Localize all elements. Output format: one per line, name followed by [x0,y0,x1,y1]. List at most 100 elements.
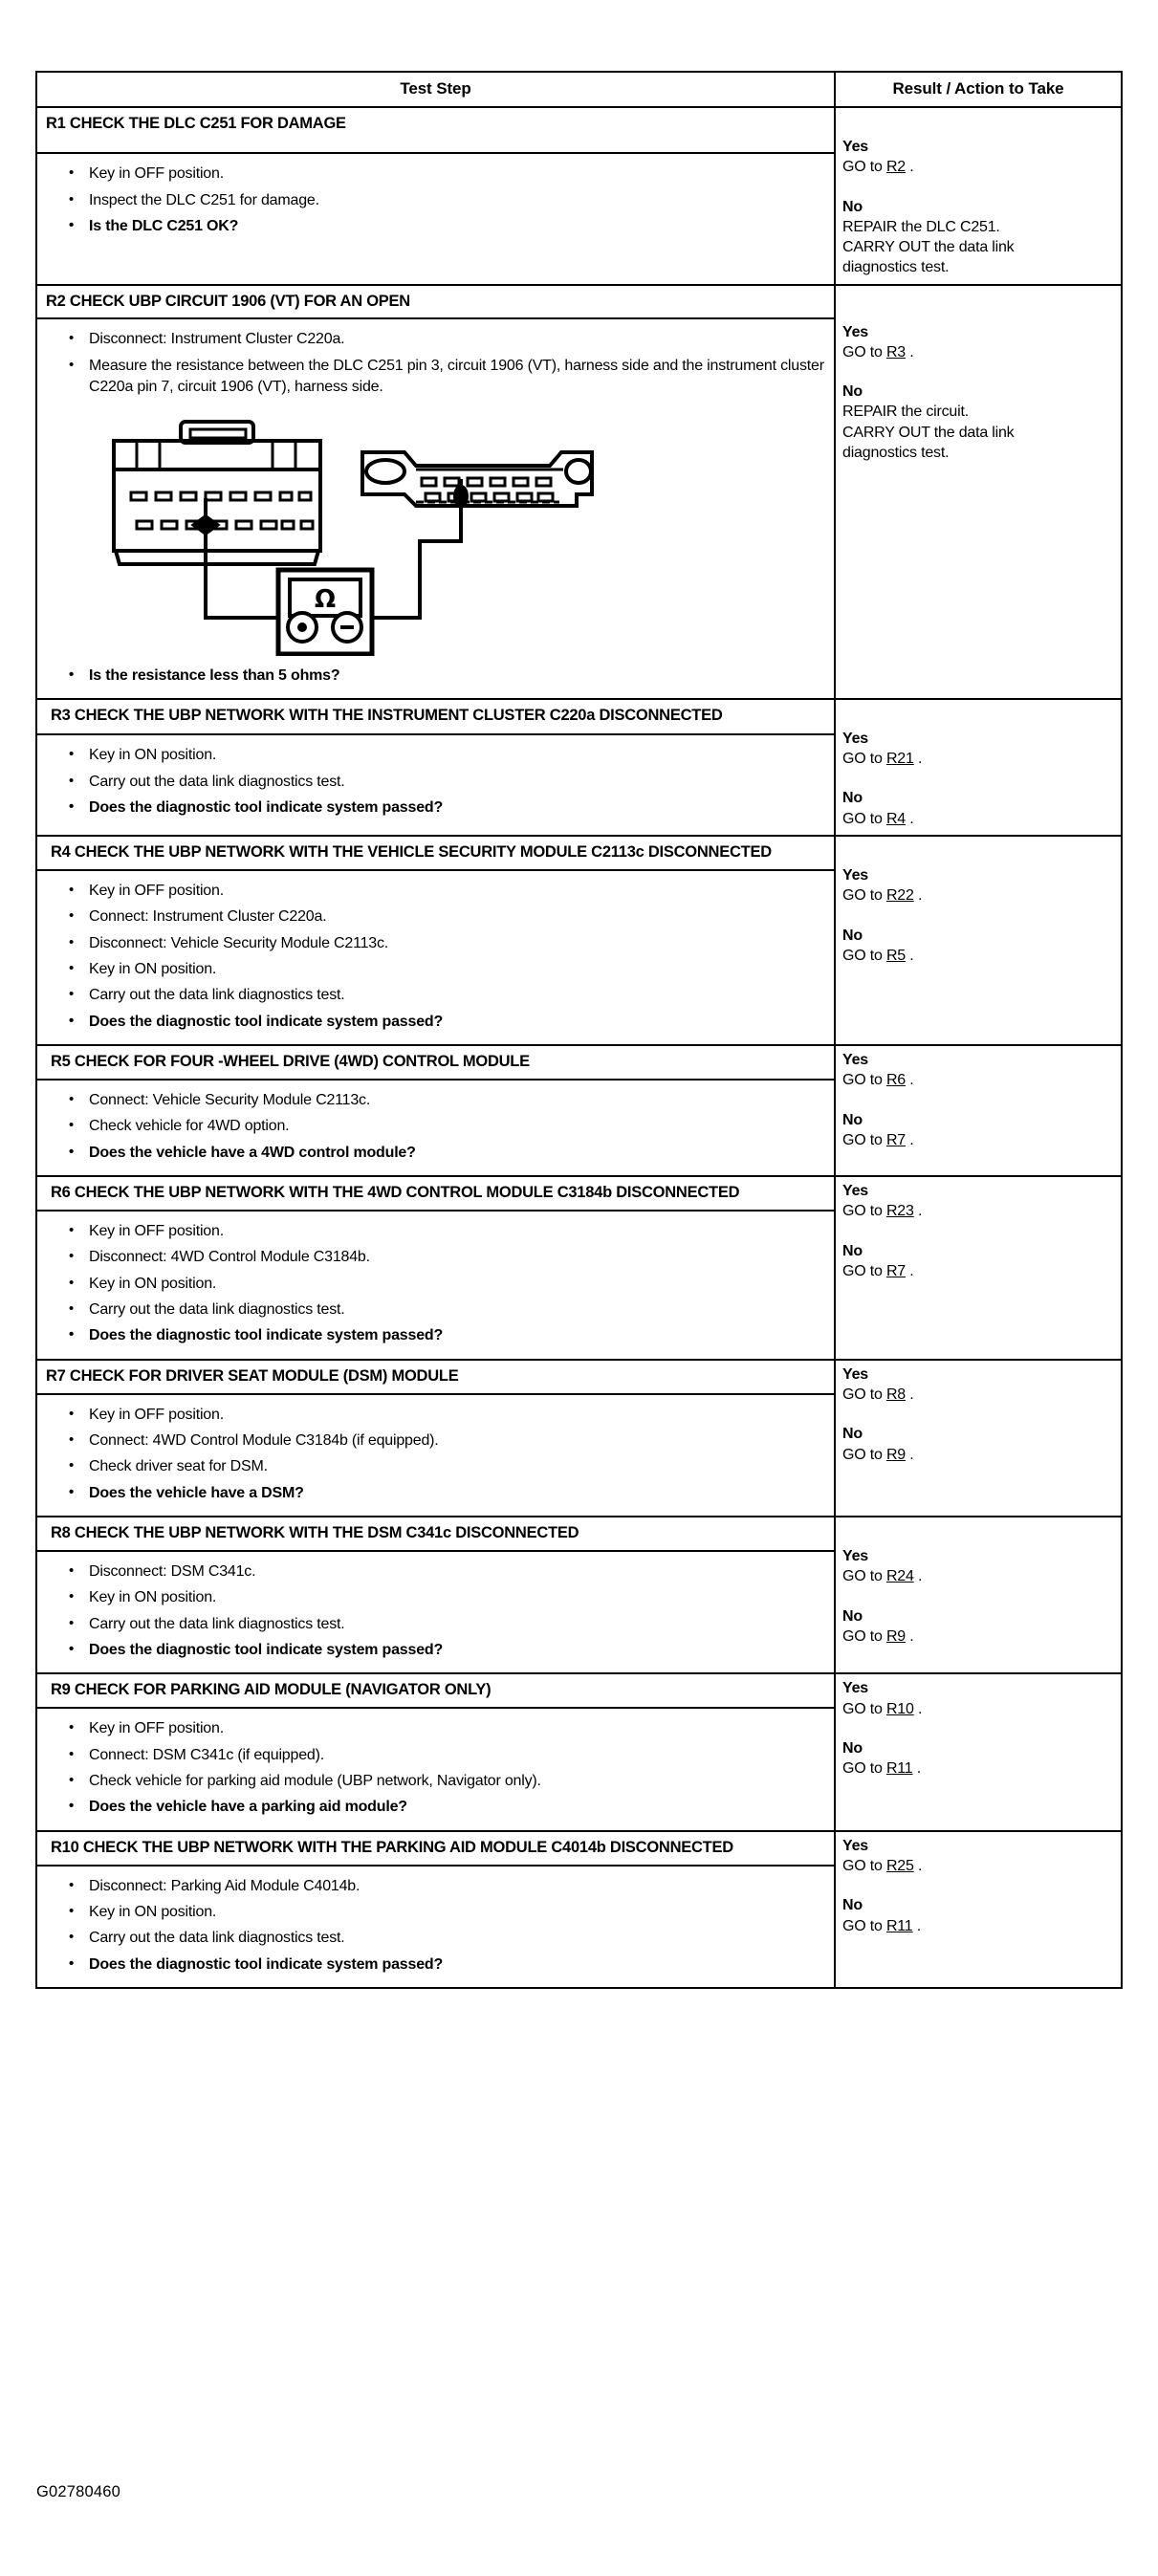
result-answer-label: Yes [842,730,868,747]
result-step-link[interactable]: R11 [885,1917,913,1934]
result-step-link[interactable]: R8 [885,1386,906,1404]
result-answer-label: Yes [842,1837,868,1854]
result-goto-prefix: GO to [842,1760,886,1778]
result-action-text: GO to R21 . [842,749,1115,769]
result-goto-prefix: GO to [842,1386,886,1404]
result-action-text: GO to R7 . [842,1130,1115,1150]
result-action-text: GO to R7 . [842,1261,1115,1281]
step-title-r6: R6 CHECK THE UBP NETWORK WITH THE 4WD CO… [35,1175,836,1212]
result-goto-prefix: GO to [842,1131,886,1148]
table-row: Connect: Vehicle Security Module C2113c.… [35,1078,1122,1178]
step-list-item: Key in ON position. [69,1901,826,1923]
result-answer-label: No [842,927,863,944]
step-list-item: Check vehicle for 4WD option. [69,1115,826,1137]
result-goto-prefix: GO to [842,1568,886,1585]
step-body-r2: Disconnect: Instrument Cluster C220a.Mea… [35,317,836,700]
step-list-item: Disconnect: Parking Aid Module C4014b. [69,1874,826,1897]
step-list-item: Does the vehicle have a DSM? [69,1482,826,1504]
result-action-text: GO to R23 . [842,1201,1115,1221]
result-step-link[interactable]: R4 [885,810,906,827]
step-list-item: Connect: 4WD Control Module C3184b (if e… [69,1430,826,1452]
result-step-link[interactable]: R21 [885,751,914,768]
result-action-text: GO to R11 . [842,1916,1115,1936]
resistance-measurement-diagram: Ω [60,412,596,656]
right-connector-icon [361,449,594,508]
table-row: Disconnect: DSM C341c.Key in ON position… [35,1549,1122,1675]
result-step-link[interactable]: R7 [885,1262,906,1279]
result-goto-suffix: . [916,1760,922,1778]
result-step-link[interactable]: R10 [885,1700,914,1717]
step-list: Key in OFF position.Connect: 4WD Control… [45,1403,826,1505]
step-title-r1: R1 CHECK THE DLC C251 FOR DAMAGE [35,105,836,155]
result-goto-suffix: . [917,751,923,768]
step-body-r8: Disconnect: DSM C341c.Key in ON position… [35,1549,836,1675]
svg-text:Ω: Ω [315,585,336,614]
result-step-link[interactable]: R9 [885,1627,906,1645]
result-answer-label: Yes [842,866,868,884]
result-action-text: REPAIR the DLC C251. CARRY OUT the data … [842,218,1015,276]
result-goto-suffix: . [917,1203,923,1220]
result-action-text: GO to R10 . [842,1699,1115,1719]
result-goto-suffix: . [916,1917,922,1934]
step-body-r3: Key in ON position.Carry out the data li… [35,733,836,837]
result-step-link[interactable]: R7 [885,1131,906,1148]
step-list-item: Does the vehicle have a 4WD control modu… [69,1142,826,1164]
step-list: Key in OFF position.Connect: DSM C341c (… [45,1717,826,1819]
result-step-link[interactable]: R2 [885,159,906,176]
result-step-link[interactable]: R3 [885,343,906,360]
step-list-item: Does the diagnostic tool indicate system… [69,1954,826,1976]
left-connector-icon [112,419,322,566]
result-step-link[interactable]: R23 [885,1203,914,1220]
result-action-text: GO to R9 . [842,1626,1115,1647]
step-title-r8: R8 CHECK THE UBP NETWORK WITH THE DSM C3… [35,1516,836,1552]
step-list: Key in OFF position.Inspect the DLC C251… [45,163,826,237]
result-answer-label: No [842,1111,863,1128]
step-list-item: Disconnect: DSM C341c. [69,1561,826,1583]
table-row: R2 CHECK UBP CIRCUIT 1906 (VT) FOR AN OP… [35,283,1123,700]
result-answer-label: No [842,383,863,401]
table-row: Key in OFF position.Disconnect: 4WD Cont… [35,1209,1122,1361]
step-list-item: Does the diagnostic tool indicate system… [69,1011,826,1033]
result-step-link[interactable]: R11 [885,1760,913,1778]
result-goto-prefix: GO to [842,1627,886,1645]
result-goto-suffix: . [917,887,923,905]
result-step-link[interactable]: R25 [885,1858,914,1874]
step-list-item: Connect: DSM C341c (if equipped). [69,1744,826,1766]
result-answer-label: Yes [842,139,868,155]
step-list-item: Does the vehicle have a parking aid modu… [69,1796,826,1818]
result-goto-prefix: GO to [842,343,886,360]
step-list-item: Connect: Instrument Cluster C220a. [69,906,826,928]
table-row: Key in OFF position.Inspect the DLC C251… [35,152,1122,286]
result-goto-suffix: . [917,1700,923,1717]
result-answer-label: No [842,1242,863,1259]
step-list: Key in OFF position.Disconnect: 4WD Cont… [45,1220,826,1347]
result-goto-suffix: . [909,1627,914,1645]
result-goto-suffix: . [917,1858,923,1874]
step-title-r2: R2 CHECK UBP CIRCUIT 1906 (VT) FOR AN OP… [35,283,836,320]
result-step-link[interactable]: R9 [885,1446,906,1463]
result-step-link[interactable]: R22 [885,887,914,905]
result-goto-prefix: GO to [842,1917,886,1934]
column-header-test-step: Test Step [35,71,836,108]
step-list-item: Key in ON position. [69,744,826,766]
step-list-item: Check vehicle for parking aid module (UB… [69,1770,826,1792]
step-list-item: Does the diagnostic tool indicate system… [69,1324,826,1346]
result-goto-suffix: . [909,1386,914,1404]
table-row: Key in OFF position.Connect: DSM C341c (… [35,1707,1122,1832]
result-step-link[interactable]: R6 [885,1072,906,1089]
table-row: R9 CHECK FOR PARKING AID MODULE (NAVIGAT… [35,1672,1123,1832]
result-goto-prefix: GO to [842,887,886,905]
result-action-text: GO to R9 . [842,1445,1115,1465]
step-list-item: Carry out the data link diagnostics test… [69,984,826,1006]
result-goto-suffix: . [909,343,914,360]
table-row: Disconnect: Instrument Cluster C220a.Mea… [35,317,1122,700]
result-goto-prefix: GO to [842,1446,886,1463]
table-row: Key in OFF position.Connect: 4WD Control… [35,1392,1122,1518]
result-step-link[interactable]: R24 [885,1568,914,1585]
result-step-link[interactable]: R5 [885,947,906,964]
